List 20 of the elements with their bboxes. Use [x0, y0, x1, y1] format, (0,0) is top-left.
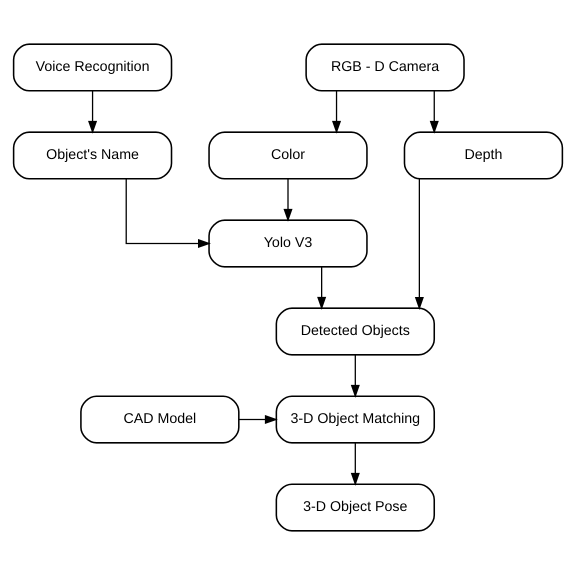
arrow [88, 90, 98, 134]
node-box: Detected Objects [276, 306, 436, 356]
node-box: Yolo V3 [208, 218, 368, 268]
node-box: 3-D Object Matching [276, 394, 436, 444]
node-box: Object's Name [12, 130, 172, 180]
arrow [126, 178, 211, 248]
arrow [283, 178, 293, 222]
node-box: RGB - D Camera [305, 42, 465, 92]
arrow [430, 90, 439, 134]
arrow [350, 442, 360, 486]
arrow [239, 414, 278, 424]
node-box: CAD Model [80, 394, 240, 444]
node-box: Color [208, 130, 368, 180]
arrow [350, 354, 360, 398]
arrow [317, 266, 326, 310]
node-box: Depth [404, 130, 564, 180]
node-box: Voice Recognition [12, 42, 172, 92]
node-box: 3-D Object Pose [276, 482, 436, 532]
arrow [414, 178, 424, 310]
arrow [332, 90, 342, 134]
